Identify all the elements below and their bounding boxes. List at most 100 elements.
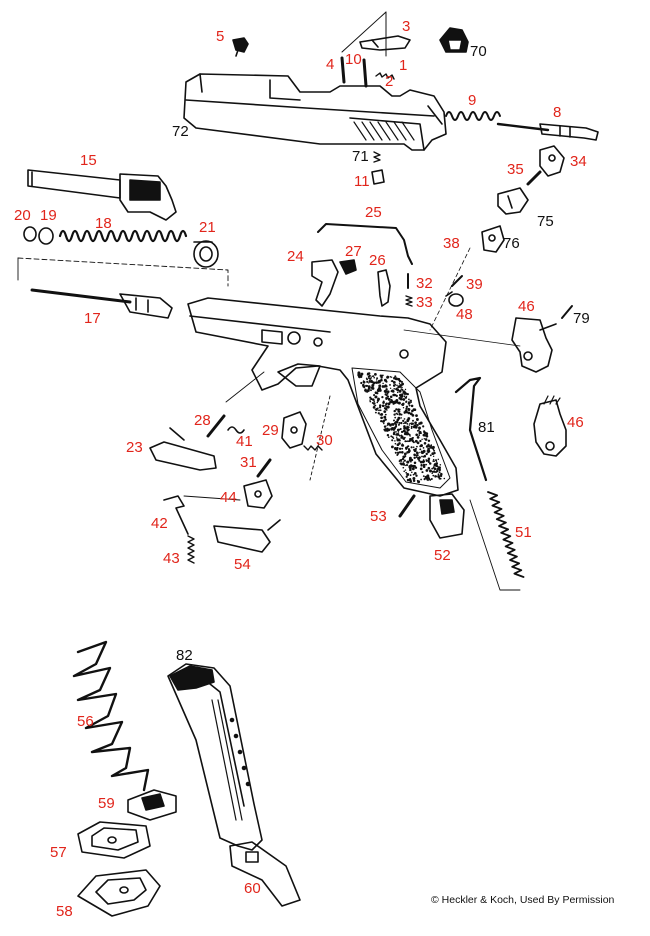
recoil-rod-17-drawing	[30, 288, 173, 319]
part-70-drawing	[439, 27, 469, 53]
part-29-drawing	[281, 411, 307, 449]
part-27-drawing	[339, 259, 357, 275]
label-29: 29	[262, 422, 279, 439]
part-75-drawing	[497, 187, 529, 215]
label-79: 79	[573, 310, 590, 327]
part-52-drawing	[429, 493, 465, 539]
part-30-drawing	[303, 445, 323, 451]
label-44: 44	[220, 489, 237, 506]
label-9: 9	[468, 92, 477, 109]
label-76: 76	[503, 235, 520, 252]
hammer-46-drawing	[511, 317, 557, 373]
label-21: 21	[199, 219, 216, 236]
part-11-drawing	[371, 169, 385, 185]
grip-texture	[357, 371, 446, 484]
label-17: 17	[84, 310, 101, 327]
part-23-drawing	[149, 427, 217, 471]
spring-51-drawing	[487, 491, 525, 578]
part-41-drawing	[227, 426, 245, 434]
label-30: 30	[316, 432, 333, 449]
label-33: 33	[416, 294, 433, 311]
part-31-drawing	[256, 458, 272, 478]
label-41: 41	[236, 433, 253, 450]
label-71: 71	[352, 148, 369, 165]
label-51: 51	[515, 524, 532, 541]
part-28-drawing	[206, 414, 226, 438]
spring-56-drawing	[72, 640, 150, 792]
part-5-drawing	[232, 37, 249, 57]
label-53: 53	[370, 508, 387, 525]
label-75: 75	[537, 213, 554, 230]
part-20-drawing	[23, 226, 37, 242]
label-58: 58	[56, 903, 73, 920]
part-3-drawing	[359, 35, 411, 51]
part-34-drawing	[539, 145, 565, 177]
part-53-drawing	[398, 494, 416, 518]
part-24-drawing	[311, 259, 339, 307]
label-4: 4	[326, 56, 335, 73]
part-8-drawing	[496, 122, 599, 141]
part-4-drawing	[340, 56, 346, 84]
hammer-46b-drawing	[533, 395, 567, 457]
label-10: 10	[345, 51, 362, 68]
part-54-drawing	[213, 519, 281, 553]
label-3: 3	[402, 18, 411, 35]
part-79-drawing	[561, 305, 573, 319]
spring-81-drawing	[454, 376, 488, 482]
label-52: 52	[434, 547, 451, 564]
spring-25-drawing	[317, 223, 413, 265]
part-26-drawing	[377, 269, 391, 307]
part-71-drawing	[373, 151, 381, 163]
label-2: 2	[385, 73, 394, 90]
slide-72-drawing	[183, 73, 447, 151]
copyright-credit: © Heckler & Koch, Used By Permission	[431, 894, 615, 906]
part-1-drawing	[375, 72, 395, 80]
label-43: 43	[163, 550, 180, 567]
label-5: 5	[216, 28, 225, 45]
label-24: 24	[287, 248, 304, 265]
label-34: 34	[570, 153, 587, 170]
label-81: 81	[478, 419, 495, 436]
floorplate-58-drawing	[77, 869, 161, 917]
label-59: 59	[98, 795, 115, 812]
part-42-drawing	[163, 495, 189, 535]
part-19-drawing	[38, 227, 54, 245]
label-72: 72	[172, 123, 189, 140]
label-18: 18	[95, 215, 112, 232]
label-39: 39	[466, 276, 483, 293]
barrel-15-drawing	[27, 169, 177, 221]
label-32: 32	[416, 275, 433, 292]
plate-57-drawing	[77, 821, 151, 859]
label-8: 8	[553, 104, 562, 121]
part-48-drawing	[445, 291, 464, 307]
part-33-drawing	[405, 295, 413, 307]
label-57: 57	[50, 844, 67, 861]
label-38: 38	[443, 235, 460, 252]
label-48: 48	[456, 306, 473, 323]
part-35-drawing	[526, 170, 542, 186]
part-39-drawing	[451, 275, 463, 287]
follower-59-drawing	[127, 789, 177, 821]
frame-drawing	[187, 297, 459, 497]
label-28: 28	[194, 412, 211, 429]
label-23: 23	[126, 439, 143, 456]
label-15: 15	[80, 152, 97, 169]
label-27: 27	[345, 243, 362, 260]
label-11: 11	[354, 173, 370, 190]
label-70: 70	[470, 43, 487, 60]
part-21-drawing	[193, 240, 219, 268]
part-10-drawing	[362, 58, 368, 88]
label-46b: 46	[567, 414, 584, 431]
label-25: 25	[365, 204, 382, 221]
label-20: 20	[14, 207, 31, 224]
part-60-drawing	[229, 841, 301, 907]
label-60: 60	[244, 880, 261, 897]
label-54: 54	[234, 556, 251, 573]
label-19: 19	[40, 207, 57, 224]
spring-43-drawing	[187, 535, 195, 564]
label-31: 31	[240, 454, 257, 471]
label-1: 1	[399, 57, 408, 74]
label-82: 82	[176, 647, 193, 664]
